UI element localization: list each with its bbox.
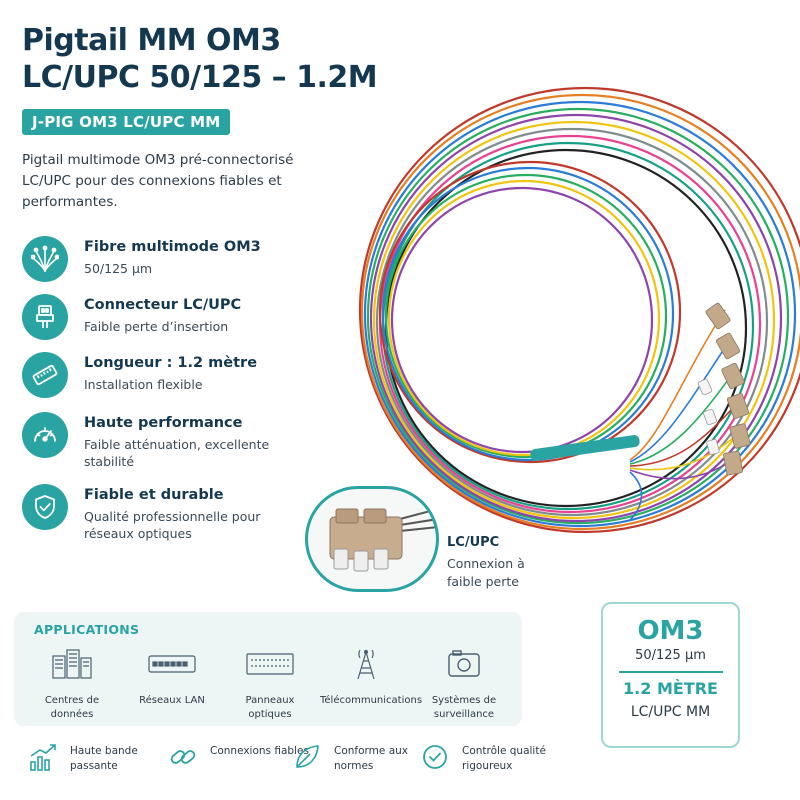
chain-link-icon — [170, 750, 196, 764]
application-item: Systèmes de surveillance — [418, 646, 510, 722]
datacenter-icon — [52, 649, 92, 679]
ruler-icon — [22, 352, 68, 398]
product-title-line2: LC/UPC 50/125 – 1.2M — [22, 60, 378, 95]
spec-box: OM3 50/125 µm 1.2 MÈTRE LC/UPC MM — [601, 602, 740, 748]
bandwidth-chart-icon — [30, 744, 56, 771]
feature-title: Connecteur LC/UPC — [84, 297, 242, 313]
application-item: Panneaux optiques — [224, 646, 316, 722]
applications-panel: APPLICATIONS Centres de données Réseaux … — [14, 612, 522, 726]
speedometer-icon — [22, 412, 68, 458]
spec-type: LC/UPC MM — [630, 704, 711, 720]
leaf-icon — [296, 745, 319, 768]
pigtail-cable-illustration — [358, 86, 800, 534]
network-switch-icon — [148, 655, 196, 673]
check-circle-icon — [423, 745, 447, 769]
spec-length: 1.2 MÈTRE — [623, 679, 718, 698]
feature-title: Longueur : 1.2 mètre — [84, 355, 258, 371]
antenna-tower-icon — [357, 649, 375, 680]
application-item: Télécommunications — [320, 646, 423, 708]
feature-fiber: Fibre multimode OM3 50/125 µm — [22, 236, 322, 294]
spec-divider — [618, 671, 723, 673]
product-title-line1: Pigtail MM OM3 — [22, 23, 281, 58]
connector-zoom — [305, 486, 439, 592]
product-title: Pigtail MM OM3 LC/UPC 50/125 – 1.2M — [22, 22, 378, 96]
application-label: Réseaux LAN — [139, 695, 205, 706]
feature-desc: Faible atténuation, excellente stabilité — [84, 437, 270, 469]
spec-size: 50/125 µm — [635, 648, 706, 663]
feature-performance: Haute performance Faible atténuation, ex… — [22, 412, 322, 470]
application-item: Centres de données — [26, 646, 118, 722]
intro-text: Pigtail multimode OM3 pré-connectorisé L… — [22, 152, 294, 210]
application-label: Télécommunications — [320, 695, 423, 706]
feature-connector: Connecteur LC/UPC Faible perte d’inserti… — [22, 294, 322, 352]
application-label: Panneaux optiques — [245, 695, 295, 720]
fiber-strands-icon — [22, 236, 68, 282]
feature-title: Fiable et durable — [84, 487, 224, 503]
lc-duplex-connector-icon — [329, 508, 436, 572]
feature-desc: Faible perte d’insertion — [84, 319, 229, 334]
connector-plug-icon — [22, 294, 68, 340]
application-item: Réseaux LAN — [126, 646, 218, 708]
shield-check-icon — [22, 484, 68, 530]
applications-title: APPLICATIONS — [34, 622, 140, 637]
patch-panel-icon — [246, 653, 294, 675]
application-label: Systèmes de surveillance — [431, 695, 497, 720]
feature-desc: 50/125 µm — [84, 261, 153, 276]
connector-callout-desc: Connexion à faible perte — [447, 556, 525, 589]
bottom-feature-label: Connexions fiables — [210, 745, 309, 757]
spec-fiber: OM3 — [637, 616, 704, 646]
feature-title: Fibre multimode OM3 — [84, 239, 261, 255]
bottom-feature-label: Conforme aux normes — [334, 745, 408, 772]
bottom-feature-label: Haute bande passante — [70, 745, 138, 772]
feature-title: Haute performance — [84, 415, 243, 431]
camera-icon — [448, 650, 480, 677]
bottom-feature-label: Contrôle qualité rigoureux — [462, 745, 546, 772]
connector-callout-label: LC/UPC — [447, 535, 500, 550]
reference-badge: J-PIG OM3 LC/UPC MM — [22, 109, 231, 135]
feature-length: Longueur : 1.2 mètre Installation flexib… — [22, 352, 322, 410]
application-label: Centres de données — [44, 695, 100, 720]
feature-reliable: Fiable et durable Qualité professionnell… — [22, 484, 322, 542]
feature-desc: Installation flexible — [84, 377, 203, 392]
feature-desc: Qualité professionnelle pour réseaux opt… — [84, 509, 261, 541]
